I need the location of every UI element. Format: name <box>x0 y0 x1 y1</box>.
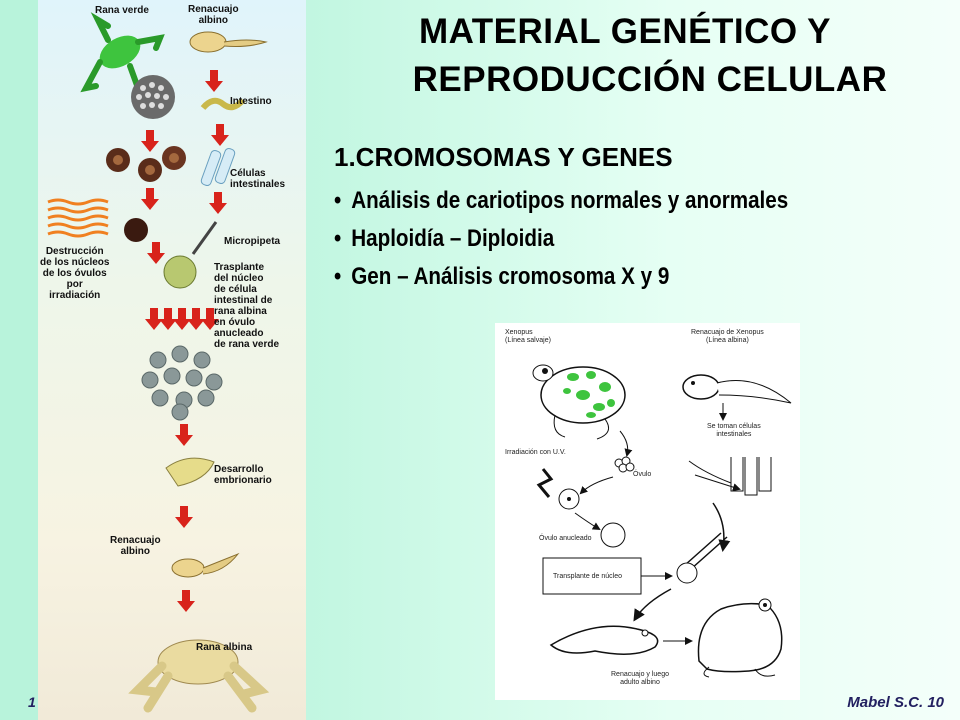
bullet-item: •Análisis de cariotipos normales y anorm… <box>334 182 788 220</box>
title-line-1: MATERIAL GENÉTICO Y <box>418 12 832 51</box>
label-intestino: Intestino <box>230 96 272 107</box>
eggs-icon <box>614 456 635 473</box>
label-renacuajo-xenopus: Renacuajo de Xenopus (Línea albina) <box>691 329 764 344</box>
uv-zigzag-icon <box>536 468 554 498</box>
bullet-icon: • <box>334 263 342 290</box>
slide-title: MATERIAL GENÉTICO Y REPRODUCCIÓN CELULAR <box>340 8 950 104</box>
albino-tadpole-outline-icon <box>682 374 792 404</box>
label-celulas-intestinales: Células intestinales <box>230 168 286 190</box>
label-xenopus: Xenopus (Línea salvaje) <box>505 329 551 344</box>
uv-rays-icon <box>47 198 109 238</box>
albino-tadpole-bottom-icon <box>171 552 240 578</box>
arrow-icon <box>175 506 193 528</box>
xenopus-diagram-drawing <box>532 364 792 678</box>
arrow-icon <box>141 130 159 152</box>
label-ovulo-anucleado: Óvulo anucleado <box>539 535 592 542</box>
needle-icon <box>690 536 728 570</box>
bullet-item: •Gen – Análisis cromosoma X y 9 <box>334 258 788 296</box>
label-renacuajo-albino: Renacuajo albino <box>188 4 239 26</box>
section-heading: 1.CROMOSOMAS Y GENES <box>334 142 673 172</box>
arrow-icon <box>147 242 165 264</box>
bullet-item: •Haploidía – Diploidia <box>334 220 788 258</box>
irradiated-egg-icon <box>124 218 148 242</box>
label-ovulo: Óvulo <box>633 471 652 478</box>
arrow-icon <box>141 188 159 210</box>
left-margin-strip <box>0 0 40 720</box>
bullet-list: •Análisis de cariotipos normales y anorm… <box>334 182 862 296</box>
label-renacuajo-luego: Renacuajo y luego adulto albino <box>611 671 669 686</box>
label-irradiacion: Irradiación con U.V. <box>505 449 566 456</box>
albino-frog-icon <box>128 639 270 713</box>
arrow-icon <box>209 192 227 214</box>
green-frog-icon <box>80 12 165 93</box>
footer-page-number: Mabel S.C. 10 <box>847 694 944 711</box>
intestine-icon <box>200 97 246 111</box>
bullet-icon: • <box>334 225 342 252</box>
micropipette-icon <box>191 221 218 255</box>
arrows-row-icon <box>145 308 219 330</box>
footer-left: 1 <box>28 694 36 710</box>
label-transplante: Transplante de núcleo <box>553 573 623 580</box>
label-se-toman: Se toman células intestinales <box>707 423 761 438</box>
albino-frog-outline-icon <box>697 598 783 678</box>
egg-mass-icon <box>131 75 175 119</box>
label-renacuajo-albino-bottom: Renacuajo albino <box>110 535 161 557</box>
albino-tadpole-icon <box>189 31 268 53</box>
intestinal-cells-icon <box>688 457 772 496</box>
label-rana-albina: Rana albina <box>196 642 253 653</box>
cloning-illustration-panel: Rana verde Renacuajo albino Intestino Cé… <box>38 0 306 720</box>
bottom-tadpole-icon <box>549 625 659 655</box>
cell-cluster-icon <box>141 345 223 421</box>
title-line-2: REPRODUCCIÓN CELULAR <box>412 60 888 99</box>
label-trasplante: Trasplante del núcleo de célula intestin… <box>214 262 280 350</box>
label-micropipeta: Micropipeta <box>224 236 281 247</box>
transplant-box <box>542 557 642 595</box>
label-desarrollo: Desarrollo embrionario <box>214 464 272 486</box>
wild-frog-icon <box>532 364 626 440</box>
arrow-icon <box>177 590 195 612</box>
embryo-icon <box>165 457 215 487</box>
test-tubes-icon <box>200 148 236 186</box>
label-rana-verde: Rana verde <box>95 5 149 16</box>
cloning-illustration <box>47 12 270 713</box>
bullet-icon: • <box>334 187 342 214</box>
arrow-icon <box>205 70 223 92</box>
label-destruccion: Destrucción de los núcleos de los óvulos… <box>40 246 110 301</box>
xenopus-diagram: Xenopus (Línea salvaje) Renacuajo de Xen… <box>495 323 800 700</box>
anucleated-egg-icon <box>600 522 626 548</box>
brown-eggs-icon <box>106 146 186 182</box>
transplanted-egg-icon <box>163 255 197 289</box>
arrow-icon <box>211 124 229 146</box>
arrow-icon <box>175 424 193 446</box>
